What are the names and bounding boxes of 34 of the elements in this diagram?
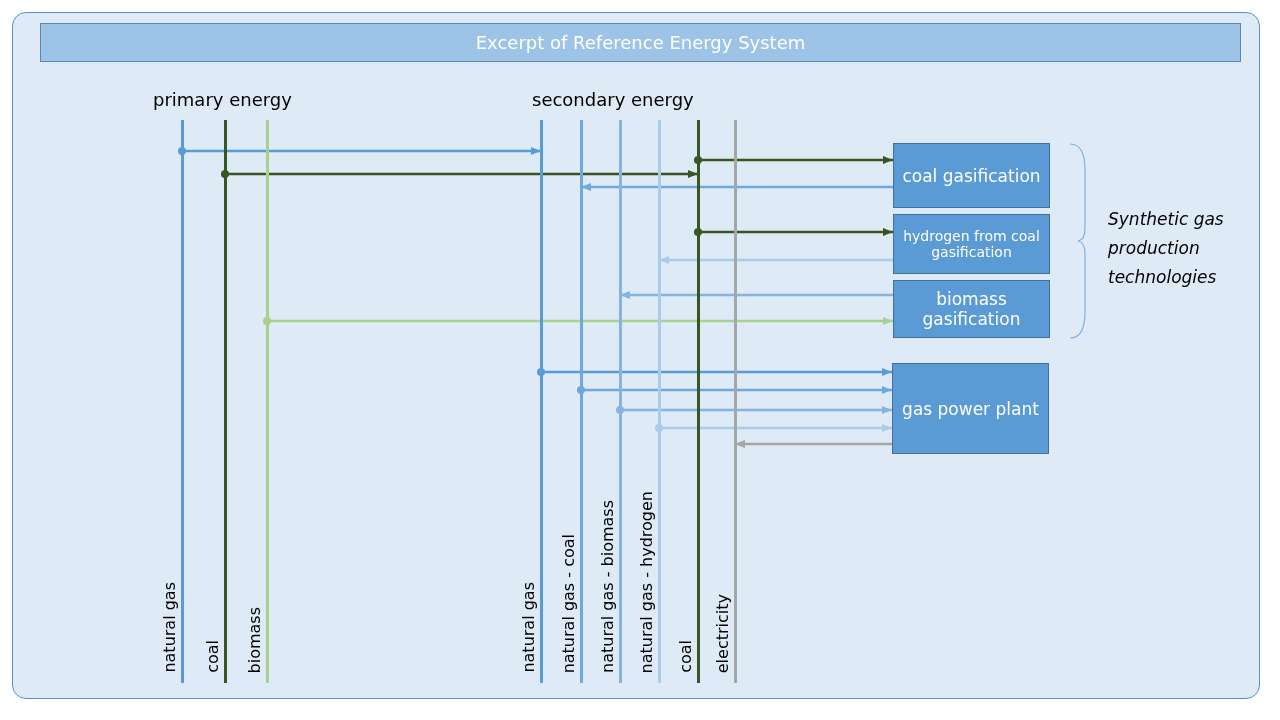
arrow xyxy=(220,169,698,179)
arrow xyxy=(262,316,893,326)
section-heading: secondary energy xyxy=(532,89,695,110)
arrow xyxy=(659,256,893,264)
bus-label: natural gas - biomass xyxy=(597,500,618,673)
process-box xyxy=(893,214,1050,274)
process-box xyxy=(893,143,1050,208)
bus-label: natural gas xyxy=(159,582,180,673)
bus-label: coal xyxy=(202,640,223,673)
bus-label: natural gas xyxy=(518,582,539,673)
arrow xyxy=(654,423,892,433)
arrow xyxy=(615,405,892,415)
arrow xyxy=(735,440,892,448)
box-label: gas power plant xyxy=(902,398,1039,419)
bus-label: electricity xyxy=(712,593,733,673)
arrow xyxy=(620,291,893,299)
section-heading: primary energy xyxy=(153,89,293,110)
bus-label: natural gas - coal xyxy=(558,533,579,673)
box-label: hydrogen from coal gasification xyxy=(902,228,1041,260)
group-label: Synthetic gas production technologies xyxy=(1108,208,1225,289)
bus-label: natural gas - hydrogen xyxy=(636,490,657,673)
title-bar: Excerpt of Reference Energy System xyxy=(40,23,1241,62)
bus-label: biomass xyxy=(244,606,265,673)
box-label: coal gasification xyxy=(902,165,1041,186)
process-box xyxy=(893,280,1050,338)
arrow xyxy=(581,183,893,191)
arrow xyxy=(576,385,892,395)
arrow xyxy=(693,227,893,237)
process-box xyxy=(892,363,1049,454)
bus-label: coal xyxy=(675,640,696,673)
arrow xyxy=(177,146,541,156)
arrow xyxy=(693,155,893,165)
arrow xyxy=(536,367,892,377)
box-label: biomass gasification xyxy=(921,289,1022,329)
